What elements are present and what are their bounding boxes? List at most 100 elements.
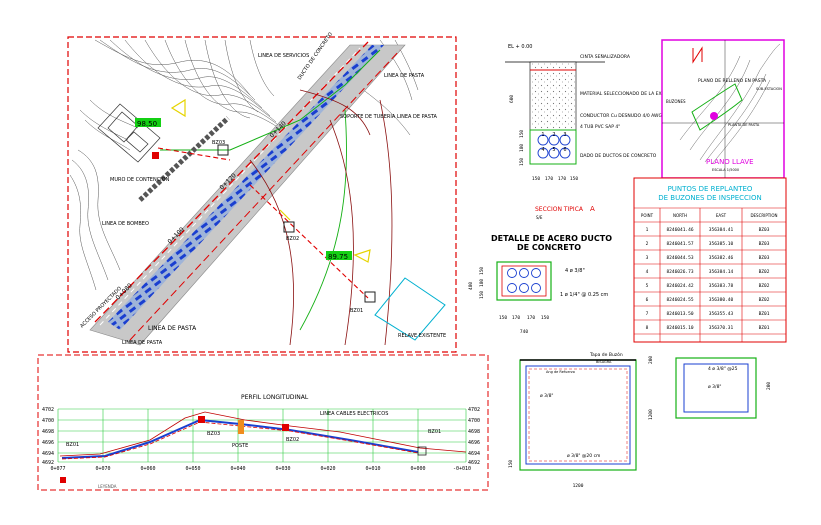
level-label-1: 98.50 (137, 120, 157, 128)
box-dim-left: 150 (508, 460, 514, 468)
pipe-line-red (94, 41, 369, 323)
key-area-green (691, 83, 743, 131)
table-cell: 8246015.10 (666, 325, 693, 331)
table-grid (634, 207, 786, 342)
y-tick-right: 4702 (468, 407, 480, 413)
dim: 180 (519, 144, 525, 152)
acero-ducts (507, 268, 541, 293)
acero-title-2: DE CONCRETO (517, 243, 581, 252)
box-dim-right1: 200 (648, 356, 654, 364)
table-cell: 356384.41 (709, 227, 734, 233)
table-cell: 8246013.50 (666, 311, 693, 317)
table-frame (633, 177, 787, 343)
acero-bars-label: 4 ø 3/8" (565, 268, 585, 274)
x-tick: 0+050 (185, 466, 200, 472)
label-material: MATERIAL SELECCIONADO DE LA EXCAVACION (580, 91, 684, 97)
y-tick-right: 4692 (468, 460, 480, 466)
level-flags (170, 98, 371, 263)
ducts (537, 134, 571, 159)
svg-text:4: 4 (541, 147, 544, 153)
dim: 150 (541, 315, 549, 321)
key-label-buzones: BUZONES (666, 99, 686, 104)
service-line-green (160, 49, 381, 151)
acero-block (496, 261, 552, 301)
pipe-profile (61, 421, 419, 460)
profile-label-poste: POSTE (232, 443, 248, 449)
table-cell: 5 (646, 283, 649, 289)
boxes-plan (217, 144, 376, 303)
dim: 170 (527, 315, 535, 321)
label-cinta: CINTA SEÑALIZADORA (580, 53, 631, 60)
table-cell: 8246026.73 (666, 269, 693, 275)
table-cell: 2 (646, 241, 649, 247)
box-tapa-sub: BISAGRA (596, 360, 612, 364)
concrete-duct (108, 45, 384, 330)
dim: 150 (519, 130, 525, 138)
svg-text:6: 6 (563, 147, 566, 153)
profile-box-bz03 (198, 416, 205, 423)
profile-title: PERFIL LONGITUDINAL (241, 394, 309, 401)
key-route-red (692, 46, 703, 64)
dim: 600 (509, 95, 515, 103)
table-cell: BZ02 (759, 297, 770, 303)
acero-stirrups-label: 1 ø 1/4" @ 0.25 cm (560, 292, 608, 298)
dim: 150 (479, 291, 485, 299)
box-inner (525, 365, 631, 465)
label-tubos: 4 TUB PVC SAP 4" (580, 124, 620, 130)
dim-total: 480 (468, 282, 474, 290)
dim: 150 (479, 267, 485, 275)
profile-start-marker (60, 477, 66, 483)
key-contours (679, 43, 781, 165)
x-tick: 0+010 (365, 466, 380, 472)
section-title: SECCION TIPICA (535, 206, 584, 213)
table-cell: 8246041.57 (666, 241, 693, 247)
table-title-1: PUNTOS DE REPLANTEO (668, 185, 753, 193)
section-dims-left: 600 150 180 150 (509, 95, 525, 166)
key-label-plano: PLANO DE RELLENO EN PASTA (698, 78, 767, 84)
profile-box-bz02 (282, 424, 289, 431)
y-tick-right: 4698 (468, 429, 480, 435)
table-header: POINT NORTH EAST DESCRIPTION (641, 213, 778, 218)
key-plan-title: PLANO LLAVE (706, 158, 754, 166)
box-label-bz03: BZ03 (212, 140, 225, 146)
x-tick: 0+070 (95, 466, 110, 472)
small-inner (683, 363, 749, 413)
pipe-line-red-2 (129, 49, 401, 341)
key-plan-frame (661, 39, 785, 179)
box-label-bz01: BZ01 (350, 308, 363, 314)
table-cell: 356382.46 (709, 255, 734, 261)
table-cell: 6 (646, 297, 649, 303)
small-dim: 200 (766, 382, 772, 390)
retaining-wall (138, 116, 230, 202)
label-linea-bombeo: LINEA DE BOMBEO (102, 221, 149, 227)
y-tick-left: 4692 (42, 460, 54, 466)
table-cell: BZ02 (759, 269, 770, 275)
small-ref1: 4 ø 3/8" @25 (708, 366, 738, 372)
y-tick-left: 4700 (42, 418, 54, 424)
label-linea-pasta-bottom2: LINEA DE PASTA (122, 340, 163, 346)
table-cell: BZ02 (759, 283, 770, 289)
dim: 150 (519, 158, 525, 166)
table-cell: 1 (646, 227, 649, 233)
trench-fill (529, 61, 577, 131)
level-tag-green-2 (326, 251, 352, 260)
box-tapa: Tapa de Buzón (589, 351, 623, 358)
level-tag-green-1 (135, 118, 161, 127)
key-plan-scale: ESCALA 1/5000 (712, 168, 739, 172)
profile-label-bz1-left: BZ01 (66, 442, 79, 448)
acero-title-1: DETALLE DE ACERO DUCTO (491, 234, 612, 243)
green-line-2 (299, 109, 348, 331)
profile-x-ticks: 0+077 0+070 0+060 0+050 0+040 0+030 0+02… (50, 466, 471, 472)
table-cell: 4 (646, 269, 649, 275)
table-cell: BZ03 (759, 241, 770, 247)
y-tick-right: 4700 (468, 418, 480, 424)
profile-label-cable: LINEA CABLES ELECTRICOS (320, 411, 388, 417)
coordinates-table: PUNTOS DE REPLANTEO DE BUZONES DE INSPEC… (633, 177, 787, 343)
table-cell: 8246041.46 (666, 227, 693, 233)
y-tick-left: 4694 (42, 451, 54, 457)
x-tick: 0+077 (50, 466, 65, 472)
svg-text:3: 3 (563, 132, 566, 138)
